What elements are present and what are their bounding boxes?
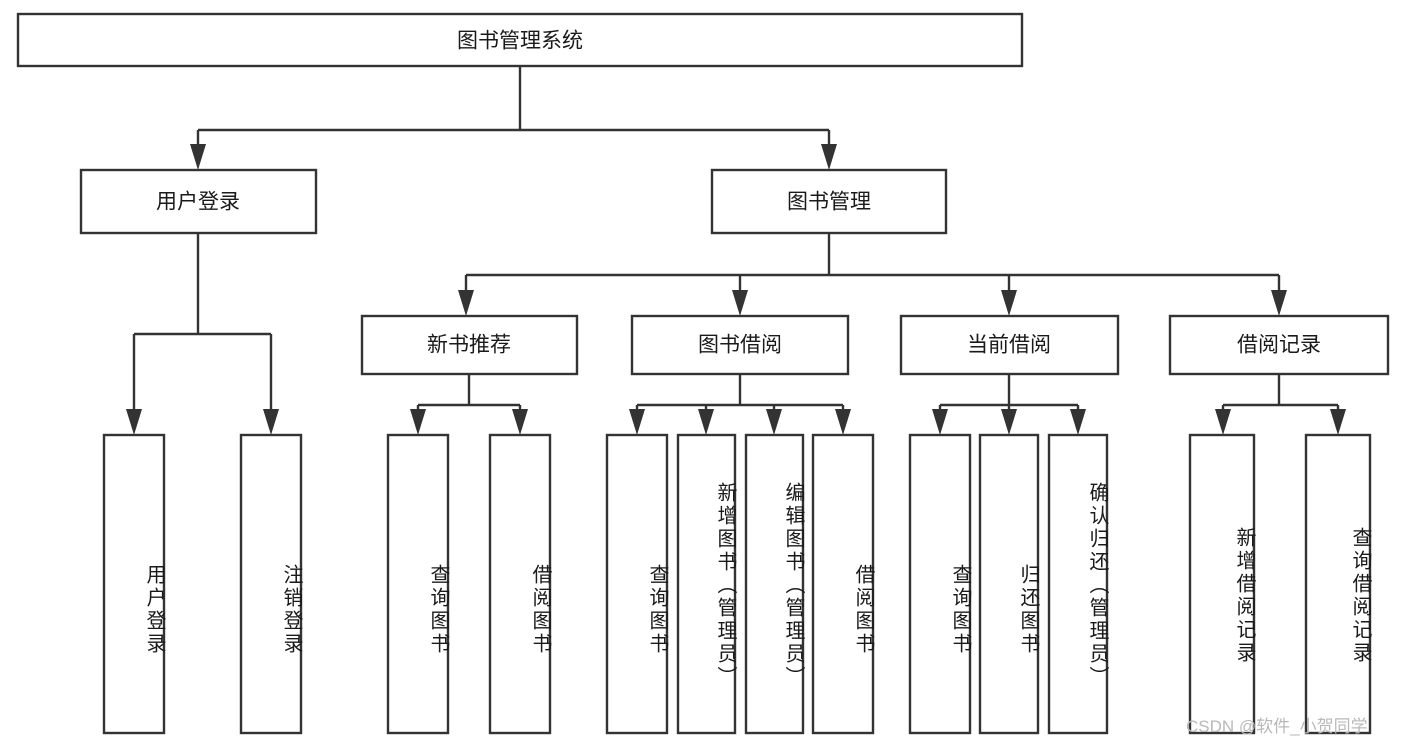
- connector-group-root: [190, 66, 837, 170]
- leaf-box-new-book-recommend-1[interactable]: [488, 433, 552, 735]
- leaf-box-user-login-1[interactable]: [239, 433, 303, 735]
- leaf-box-book-borrow-1[interactable]: [676, 433, 737, 735]
- arrow-bookmgmt-to-current: [1001, 290, 1017, 316]
- arrow-bookmgmt-to-newbook: [458, 290, 474, 316]
- arrow-current-leaf1: [932, 409, 948, 435]
- arrow-borrow-leaf2: [698, 409, 714, 435]
- arrow-current-leaf2: [1001, 409, 1017, 435]
- node-current-borrow-label: 当前借阅: [967, 334, 1051, 357]
- leaf-box-current-borrow-2[interactable]: [1047, 433, 1109, 735]
- arrow-bookmgmt-to-borrow: [732, 290, 748, 316]
- connector-group-newbook: [410, 374, 528, 435]
- csdn-watermark: CSDN @软件_小贺同学: [1186, 717, 1368, 736]
- arrow-userlogin-leaf2: [263, 409, 279, 435]
- leaf-box-user-login-0[interactable]: [102, 433, 166, 735]
- connector-group-borrow: [629, 374, 851, 435]
- arrow-root-to-userlogin: [190, 144, 206, 170]
- leaf-box-book-borrow-0[interactable]: [605, 433, 669, 735]
- node-book-management-label: 图书管理: [787, 191, 871, 214]
- arrow-borrow-leaf3: [766, 409, 782, 435]
- leaf-box-borrow-record-1[interactable]: [1304, 433, 1372, 735]
- node-book-borrow-label: 图书借阅: [698, 334, 782, 357]
- leaf-box-book-borrow-2[interactable]: [744, 433, 805, 735]
- arrow-borrow-leaf1: [629, 409, 645, 435]
- arrow-current-leaf3: [1070, 409, 1086, 435]
- node-root-label: 图书管理系统: [457, 30, 583, 53]
- arrow-borrow-leaf4: [835, 409, 851, 435]
- leaf-box-book-borrow-3[interactable]: [811, 433, 875, 735]
- node-book-borrow[interactable]: [630, 314, 850, 376]
- leaf-box-borrow-record-0[interactable]: [1188, 433, 1256, 735]
- arrow-root-to-bookmgmt: [821, 144, 837, 170]
- arrow-record-leaf2: [1330, 409, 1346, 435]
- node-borrow-record-label: 借阅记录: [1237, 334, 1321, 357]
- arrow-userlogin-leaf1: [126, 409, 142, 435]
- arrow-newbook-leaf2: [512, 409, 528, 435]
- arrow-record-leaf1: [1215, 409, 1231, 435]
- connector-group-current: [932, 374, 1086, 435]
- arrow-newbook-leaf1: [410, 409, 426, 435]
- node-book-management[interactable]: [710, 168, 948, 235]
- leaf-box-current-borrow-0[interactable]: [908, 433, 972, 735]
- connector-group-userlogin: [126, 233, 279, 435]
- node-user-login-label: 用户登录: [156, 191, 240, 214]
- connector-group-record: [1215, 374, 1346, 435]
- arrow-bookmgmt-to-record: [1271, 290, 1287, 316]
- leaf-box-new-book-recommend-0[interactable]: [386, 433, 450, 735]
- node-root-book-management-system[interactable]: [16, 12, 1024, 68]
- leaf-box-current-borrow-1[interactable]: [978, 433, 1040, 735]
- node-current-borrow[interactable]: [899, 314, 1120, 376]
- node-new-book-recommend-label: 新书推荐: [427, 334, 511, 357]
- node-borrow-record[interactable]: [1168, 314, 1390, 376]
- node-new-book-recommend[interactable]: [360, 314, 579, 376]
- node-user-login[interactable]: [79, 168, 318, 235]
- connector-group-bookmgmt: [458, 233, 1287, 316]
